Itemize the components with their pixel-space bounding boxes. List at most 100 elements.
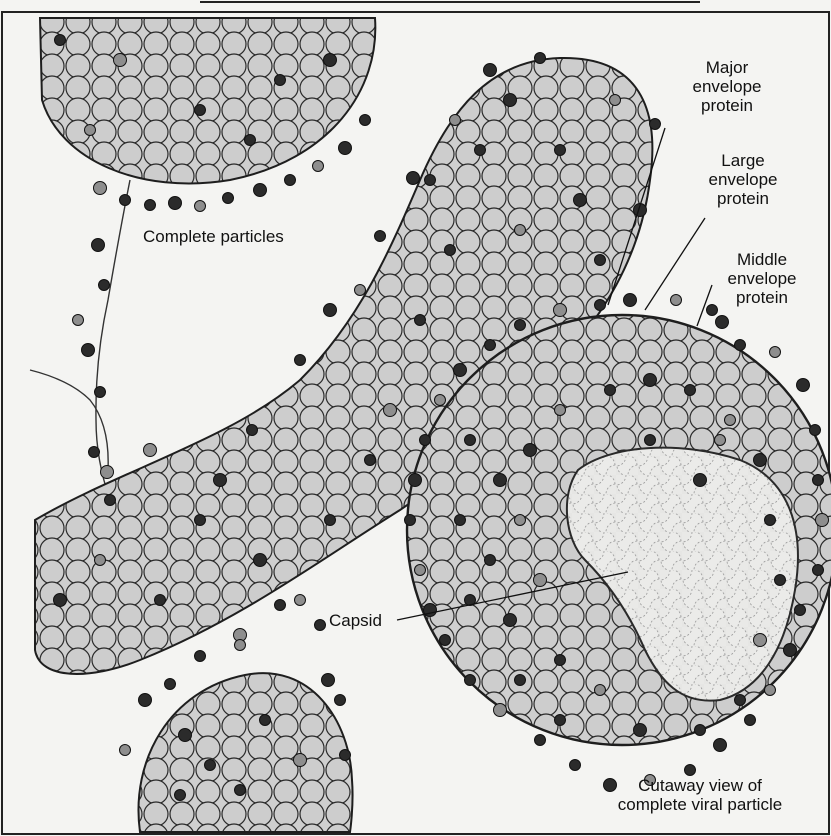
envelope-protein-dot	[89, 447, 100, 458]
envelope-protein-dot	[315, 620, 326, 631]
envelope-protein-dot	[440, 635, 451, 646]
envelope-protein-dot	[485, 340, 496, 351]
envelope-protein-dot	[554, 304, 567, 317]
envelope-protein-dot	[235, 640, 246, 651]
envelope-protein-dot	[355, 285, 366, 296]
envelope-protein-dot	[245, 135, 256, 146]
envelope-protein-dot	[685, 765, 696, 776]
envelope-protein-dot	[735, 695, 746, 706]
envelope-protein-dot	[145, 200, 156, 211]
envelope-protein-dot	[735, 340, 746, 351]
envelope-protein-dot	[99, 280, 110, 291]
envelope-protein-dot	[94, 182, 107, 195]
envelope-protein-dot	[295, 595, 306, 606]
envelope-protein-dot	[515, 320, 526, 331]
envelope-protein-dot	[275, 600, 286, 611]
envelope-protein-dot	[595, 300, 606, 311]
envelope-protein-dot	[694, 474, 707, 487]
envelope-protein-dot	[465, 435, 476, 446]
envelope-protein-dot	[55, 35, 66, 46]
envelope-protein-dot	[435, 395, 446, 406]
envelope-protein-dot	[515, 675, 526, 686]
envelope-protein-dot	[73, 315, 84, 326]
label-cutaway-view: Cutaway view of complete viral particle	[580, 776, 820, 814]
envelope-protein-dot	[745, 715, 756, 726]
envelope-protein-dot	[671, 295, 682, 306]
envelope-protein-dot	[144, 444, 157, 457]
envelope-protein-dot	[235, 785, 246, 796]
envelope-protein-dot	[205, 760, 216, 771]
envelope-protein-dot	[515, 515, 526, 526]
envelope-protein-dot	[295, 355, 306, 366]
envelope-protein-dot	[595, 255, 606, 266]
envelope-protein-dot	[195, 651, 206, 662]
envelope-protein-dot	[415, 315, 426, 326]
envelope-protein-dot	[105, 495, 116, 506]
envelope-protein-dot	[644, 374, 657, 387]
envelope-protein-dot	[634, 724, 647, 737]
envelope-protein-dot	[324, 54, 337, 67]
filament-line	[96, 180, 130, 500]
label-complete-particles: Complete particles	[143, 227, 284, 246]
envelope-protein-dot	[555, 715, 566, 726]
envelope-protein-dot	[784, 644, 797, 657]
envelope-protein-dot	[770, 347, 781, 358]
envelope-protein-dot	[155, 595, 166, 606]
envelope-protein-dot	[765, 685, 776, 696]
envelope-protein-dot	[120, 745, 131, 756]
envelope-protein-dot	[455, 515, 466, 526]
envelope-protein-dot	[714, 739, 727, 752]
envelope-protein-dot	[313, 161, 324, 172]
envelope-protein-dot	[816, 514, 829, 527]
envelope-protein-dot	[325, 515, 336, 526]
envelope-protein-dot	[179, 729, 192, 742]
envelope-protein-dot	[650, 119, 661, 130]
envelope-protein-dot	[169, 197, 182, 210]
envelope-protein-dot	[797, 379, 810, 392]
envelope-protein-dot	[555, 145, 566, 156]
envelope-protein-dot	[595, 685, 606, 696]
envelope-protein-dot	[685, 385, 696, 396]
envelope-protein-dot	[214, 474, 227, 487]
envelope-protein-dot	[322, 674, 335, 687]
envelope-protein-dot	[95, 387, 106, 398]
envelope-protein-dot	[85, 125, 96, 136]
envelope-protein-dot	[139, 694, 152, 707]
envelope-protein-dot	[813, 475, 824, 486]
envelope-protein-dot	[254, 554, 267, 567]
envelope-protein-dot	[754, 454, 767, 467]
envelope-protein-dot	[795, 605, 806, 616]
envelope-protein-dot	[223, 193, 234, 204]
envelope-protein-dot	[275, 75, 286, 86]
envelope-protein-dot	[494, 704, 507, 717]
envelope-protein-dot	[555, 655, 566, 666]
envelope-protein-dot	[574, 194, 587, 207]
envelope-protein-dot	[101, 466, 114, 479]
envelope-protein-dot	[485, 555, 496, 566]
label-capsid: Capsid	[329, 611, 382, 630]
envelope-protein-dot	[775, 575, 786, 586]
envelope-protein-dot	[465, 675, 476, 686]
envelope-protein-dot	[555, 405, 566, 416]
envelope-protein-dot	[415, 565, 426, 576]
envelope-protein-dot	[407, 172, 420, 185]
envelope-protein-dot	[716, 316, 729, 329]
envelope-protein-dot	[335, 695, 346, 706]
envelope-protein-dot	[175, 790, 186, 801]
label-major-envelope-protein: Major envelope protein	[672, 58, 782, 115]
envelope-protein-dot	[420, 435, 431, 446]
envelope-protein-dot	[54, 594, 67, 607]
envelope-protein-dot	[813, 565, 824, 576]
envelope-protein-dot	[195, 201, 206, 212]
envelope-protein-dot	[504, 94, 517, 107]
envelope-protein-dot	[494, 474, 507, 487]
envelope-protein-dot	[195, 105, 206, 116]
envelope-protein-dot	[114, 54, 127, 67]
envelope-protein-dot	[524, 444, 537, 457]
envelope-protein-dot	[260, 715, 271, 726]
label-large-envelope-protein: Large envelope protein	[688, 151, 798, 208]
envelope-protein-dot	[754, 634, 767, 647]
envelope-protein-dot	[534, 574, 547, 587]
envelope-protein-dot	[484, 64, 497, 77]
